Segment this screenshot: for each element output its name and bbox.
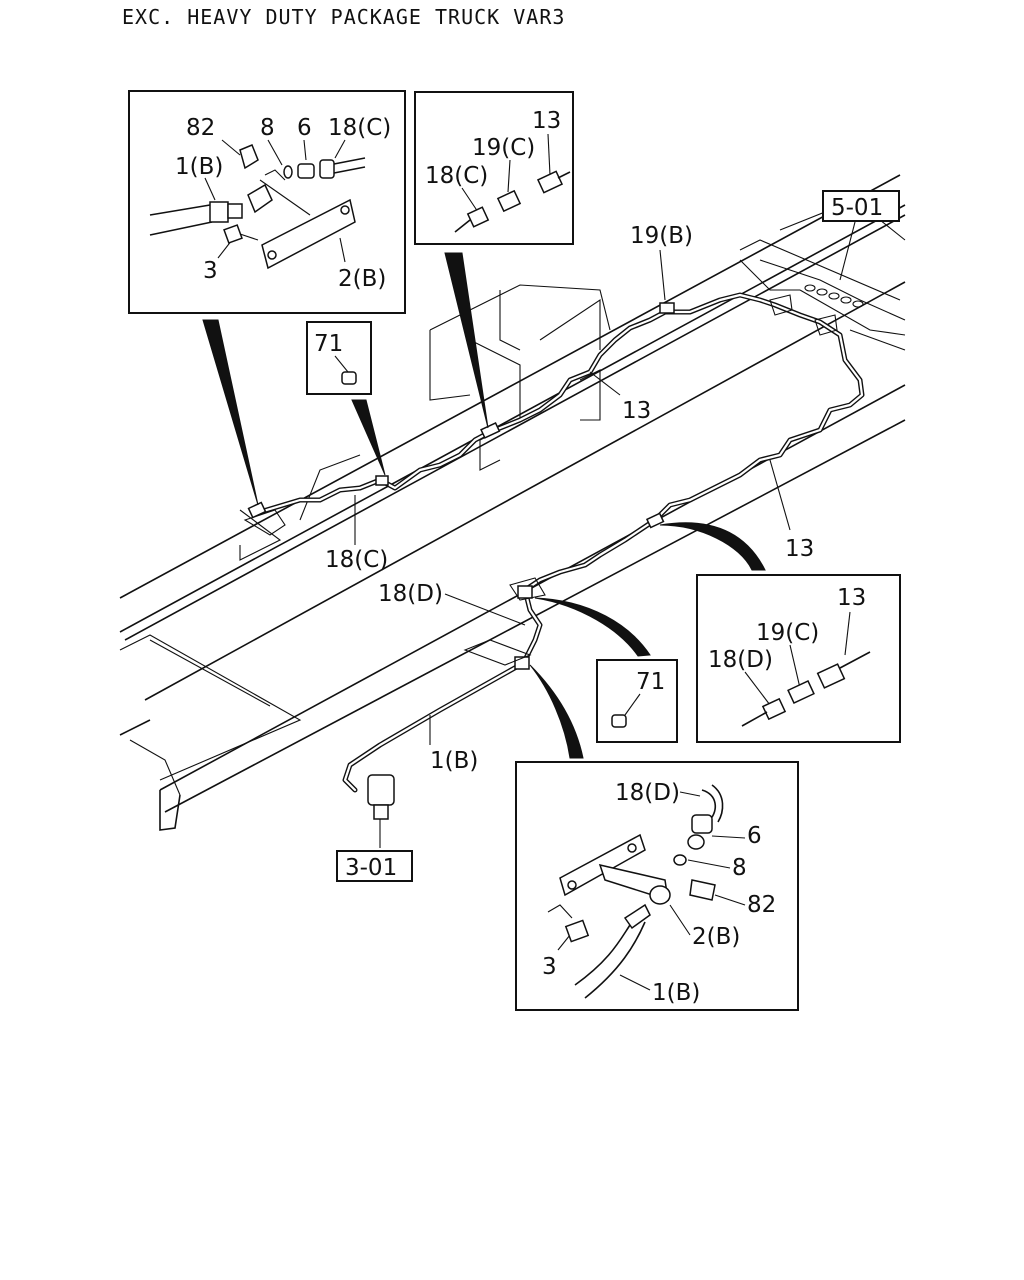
brake-pipe-18d <box>342 587 543 793</box>
label-13-lower: 13 <box>785 536 814 562</box>
detail-box-top-mid: 13 19(C) 18(C) <box>414 91 574 245</box>
b-label-1b: 1(B) <box>652 980 700 1006</box>
label-13-upper: 13 <box>622 398 651 424</box>
ref-box-5-01[interactable]: 5-01 <box>822 190 900 281</box>
detail-box-71-lower: 71 <box>596 659 678 743</box>
r-label-19c: 19(C) <box>756 620 819 646</box>
b-label-3: 3 <box>542 954 557 980</box>
tl-label-18c: 18(C) <box>328 115 391 141</box>
label-1b: 1(B) <box>430 748 478 774</box>
tl-label-82: 82 <box>186 115 215 141</box>
tl-label-1b: 1(B) <box>175 154 223 180</box>
r-label-13: 13 <box>837 585 866 611</box>
ref-box-3-01[interactable]: 3-01 <box>336 850 413 882</box>
detail-box-71-top: 71 <box>306 321 372 395</box>
tm-label-18c: 18(C) <box>425 163 488 189</box>
tm-label-19c: 19(C) <box>472 135 535 161</box>
diagram-title: EXC. HEAVY DUTY PACKAGE TRUCK VAR3 <box>122 5 565 29</box>
tl-label-3: 3 <box>203 258 218 284</box>
b-label-6: 6 <box>747 823 762 849</box>
b-label-8: 8 <box>732 855 747 881</box>
ref-5-01-text: 5-01 <box>831 195 883 221</box>
d71a-label: 71 <box>314 331 343 357</box>
r-label-18d: 18(D) <box>708 647 773 673</box>
detail-box-top-left: 82 8 6 18(C) 1(B) 3 2(B) <box>128 90 406 314</box>
b-label-2b: 2(B) <box>692 924 740 950</box>
detail-box-right: 13 19(C) 18(D) <box>696 574 901 743</box>
pipe-fittings <box>243 294 838 670</box>
tl-label-6: 6 <box>297 115 312 141</box>
b-label-18d: 18(D) <box>615 780 680 806</box>
b-label-82: 82 <box>747 892 776 918</box>
tl-label-2b: 2(B) <box>338 266 386 292</box>
valve-connector <box>367 774 395 848</box>
tm-label-13: 13 <box>532 108 561 134</box>
ref-3-01-text: 3-01 <box>345 855 397 881</box>
label-18c: 18(C) <box>325 547 388 573</box>
detail-leaders <box>202 252 766 759</box>
main-callouts: 19(B) 13 13 18(C) 18(D) 1(B) <box>325 223 814 774</box>
label-18d: 18(D) <box>378 581 443 607</box>
d71b-label: 71 <box>636 669 665 695</box>
label-19b: 19(B) <box>630 223 693 249</box>
detail-box-bottom: 18(D) 6 8 82 2(B) 3 1(B) <box>515 761 799 1011</box>
tl-label-8: 8 <box>260 115 275 141</box>
brake-pipe-13-upper <box>257 292 865 593</box>
